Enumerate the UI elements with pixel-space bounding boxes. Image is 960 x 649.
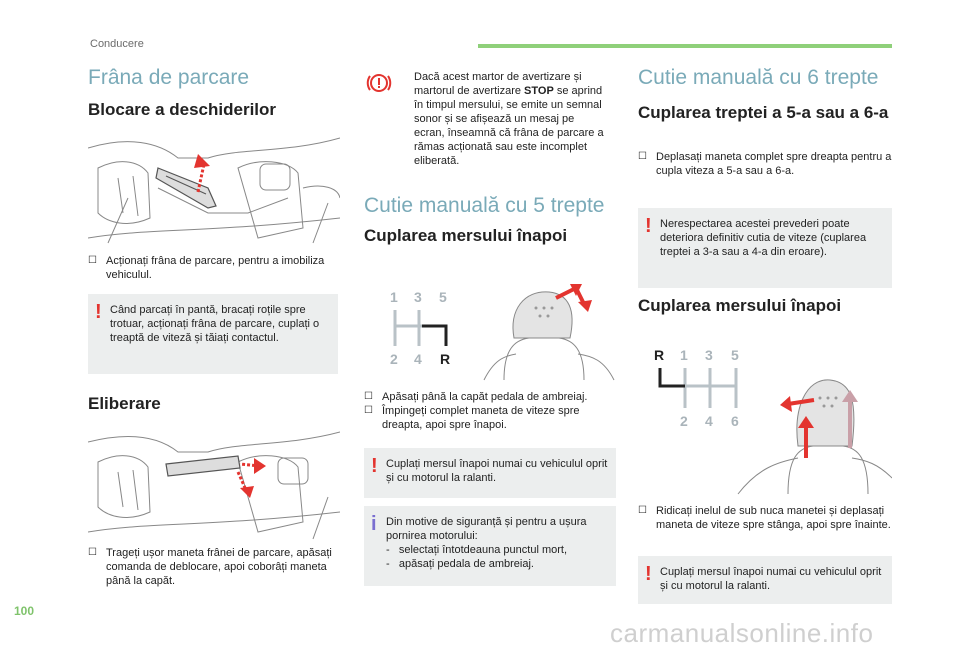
watermark: carmanualsonline.info [610, 618, 874, 648]
gearbox6-56-bullet: ☐ Deplasați maneta complet spre dreapta … [638, 150, 896, 178]
gearbox5-warning-text: Cuplați mersul înapoi numai cu vehiculul… [386, 458, 608, 484]
warning-exclamation-icon: ! [371, 455, 378, 477]
gear-label: 2 [390, 351, 398, 367]
gearbox6-56-note-text: Nerespectarea acestei prevederi poate de… [660, 218, 867, 258]
gear-label: 1 [390, 289, 398, 305]
lock-bullet: ☐ Acționați frâna de parcare, pentru a i… [88, 254, 336, 282]
gear-label: 1 [680, 347, 688, 363]
gear-label: 2 [680, 413, 688, 429]
gear-label: 6 [731, 413, 739, 429]
gearbox5-bullet-2-text: Împingeți complet maneta de viteze spre … [382, 405, 580, 431]
list-item: - apăsați pedala de ambreiaj. [386, 558, 534, 570]
gearbox6-reverse-illustration: R 1 3 5 2 4 6 [654, 347, 892, 495]
gear-label: 5 [731, 347, 739, 363]
page-number: 100 [14, 604, 35, 618]
lock-warning-note: ! Când parcați în pantă, bracați roțile … [88, 294, 338, 374]
gearbox6-reverse-note-text: Cuplați mersul înapoi numai cu vehiculul… [660, 566, 882, 592]
release-bullet-text: Trageți ușor maneta frânei de parcare, a… [106, 547, 332, 587]
gearbox6-reverse-warning-note: ! Cuplați mersul înapoi numai cu vehicul… [638, 556, 892, 604]
gearbox6-reverse-subtitle: Cuplarea mersului înapoi [638, 296, 842, 315]
release-subtitle: Eliberare [88, 394, 161, 413]
gearbox5-info-note: i Din motive de siguranță și pentru a uș… [364, 506, 616, 586]
lock-bullet-text: Acționați frâna de parcare, pentru a imo… [106, 255, 325, 281]
gearbox6-reverse-bullet: ☐ Ridicați inelul de sub nuca manetei și… [638, 504, 896, 532]
info-icon: i [371, 513, 377, 535]
gearbox5-reverse-subtitle: Cuplarea mersului înapoi [364, 226, 568, 245]
warning-exclamation-icon: ! [645, 563, 652, 585]
warning-exclamation-icon: ! [645, 215, 652, 237]
gear-label-reverse: R [654, 347, 664, 363]
gearbox5-title: Cutie manuală cu 5 trepte [364, 194, 605, 217]
gearbox5-bullet-1-text: Apăsați până la capăt pedala de ambreiaj… [382, 391, 588, 403]
bullet-marker-icon: ☐ [88, 255, 97, 266]
info-item-text: selectați întotdeauna punctul mort, [398, 544, 568, 556]
gearbox5-info-content: Din motive de siguranță și pentru a ușur… [386, 515, 608, 571]
gear-label: 5 [439, 289, 447, 305]
gear-label: 4 [414, 351, 422, 367]
info-item-text: apăsați pedala de ambreiaj. [398, 558, 534, 570]
lock-note-text: Când parcați în pantă, bracați roțile sp… [110, 304, 320, 344]
warning-text-part1: Dacă acest martor de avertizare și marto… [414, 71, 582, 97]
brake-warning-light-icon [366, 74, 392, 92]
gearbox5-bullet-2: ☐ Împingeți complet maneta de viteze spr… [364, 404, 622, 432]
gearbox6-5th-6th-subtitle: Cuplarea treptei a 5-a sau a 6-a [638, 103, 889, 122]
parking-brake-lock-illustration [88, 137, 340, 244]
header-accent-line [478, 44, 892, 48]
gearbox6-title: Cutie manuală cu 6 trepte [638, 66, 879, 89]
gearbox6-56-bullet-text: Deplasați maneta complet spre dreapta pe… [656, 151, 892, 177]
brake-warning-text: Dacă acest martor de avertizare și marto… [414, 70, 606, 168]
parking-brake-release-illustration [88, 431, 340, 540]
info-list: - selectați întotdeauna punctul mort, - … [386, 543, 608, 571]
gear-label: 4 [705, 413, 713, 429]
bullet-marker-icon: ☐ [638, 151, 647, 162]
bullet-marker-icon: ☐ [638, 505, 647, 516]
gearbox5-warning-note: ! Cuplați mersul înapoi numai cu vehicul… [364, 448, 616, 498]
bullet-marker-icon: ☐ [88, 547, 97, 558]
gear-label: 3 [414, 289, 422, 305]
stop-label: STOP [524, 85, 554, 97]
parking-brake-title: Frâna de parcare [88, 66, 250, 89]
warning-exclamation-icon: ! [95, 301, 102, 323]
gearbox5-reverse-illustration: 1 3 5 2 4 R [390, 284, 615, 381]
gearbox6-reverse-bullet-text: Ridicați inelul de sub nuca manetei și d… [656, 505, 891, 531]
list-item: - selectați întotdeauna punctul mort, [386, 544, 568, 556]
section-header: Conducere [90, 38, 144, 50]
bullet-marker-icon: ☐ [364, 405, 373, 416]
warning-text-part2: se aprind în timpul mersului, se emite u… [414, 85, 604, 167]
release-bullet: ☐ Trageți ușor maneta frânei de parcare,… [88, 546, 346, 588]
gearbox6-56-warning-note: ! Nerespectarea acestei prevederi poate … [638, 208, 892, 288]
lock-subtitle: Blocare a deschiderilor [88, 100, 277, 119]
gear-label: 3 [705, 347, 713, 363]
info-intro: Din motive de siguranță și pentru a ușur… [386, 516, 587, 542]
bullet-marker-icon: ☐ [364, 391, 373, 402]
gearbox5-bullet-1: ☐ Apăsați până la capăt pedala de ambrei… [364, 390, 622, 404]
gear-label-reverse: R [440, 351, 450, 367]
